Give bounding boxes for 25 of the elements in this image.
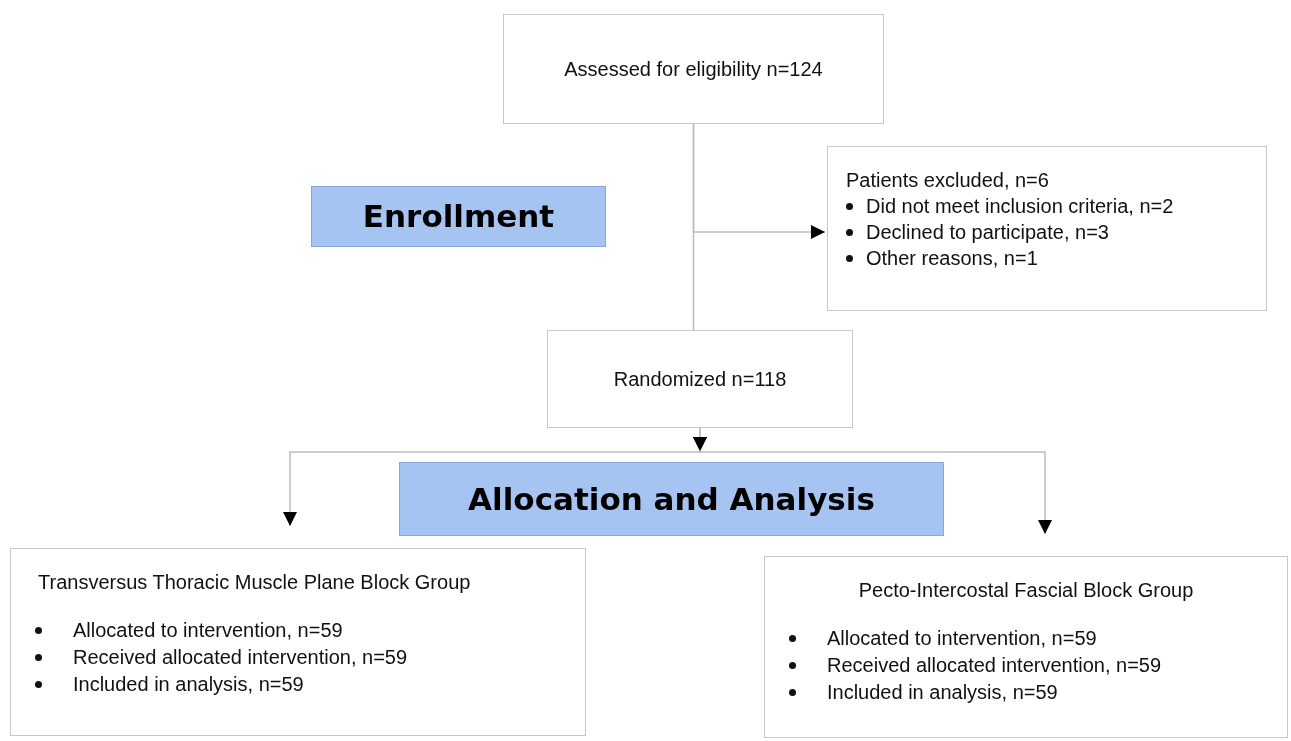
- list-item: Received allocated intervention, n=59: [827, 653, 1162, 678]
- section-heading: Allocation and Analysis: [468, 479, 875, 519]
- group-box: [764, 556, 1288, 738]
- section-banner: [399, 462, 944, 536]
- box-text: Randomized n=118: [612, 366, 788, 392]
- exclusion-box: [827, 146, 1267, 311]
- list-item: Other reasons, n=1: [866, 246, 1038, 271]
- list-item: Did not meet inclusion criteria, n=2: [866, 194, 1174, 219]
- list-item: Included in analysis, n=59: [827, 680, 1058, 705]
- process-box: [503, 14, 884, 124]
- group-box: [10, 548, 586, 736]
- list-item: Allocated to intervention, n=59: [827, 626, 1097, 651]
- process-box: [547, 330, 853, 428]
- list-item: Received allocated intervention, n=59: [73, 645, 408, 670]
- box-text: Assessed for eligibility n=124: [563, 56, 824, 82]
- arrow: [692, 123, 826, 239]
- section-banner: [311, 186, 606, 247]
- list-item: Included in analysis, n=59: [73, 672, 304, 697]
- box-heading: Patients excluded, n=6: [846, 168, 1049, 193]
- section-heading: Enrollment: [362, 197, 555, 237]
- group-heading: Transversus Thoracic Muscle Plane Block Group: [38, 570, 471, 595]
- group-heading: Pecto-Intercostal Fascial Block Group: [858, 578, 1194, 603]
- list-item: Declined to participate, n=3: [866, 220, 1109, 245]
- list-item: Allocated to intervention, n=59: [73, 618, 343, 643]
- arrow: [693, 427, 1052, 535]
